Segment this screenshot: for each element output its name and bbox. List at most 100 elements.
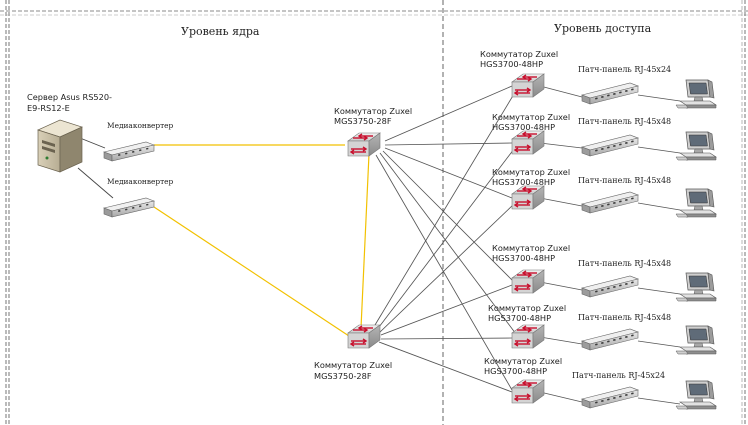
link-panel2-pc2 (637, 146, 681, 154)
access-switch-1[interactable]: Коммутатор Zuxel HGS3700-48HP (480, 49, 558, 98)
link-core1-access1 (384, 85, 513, 142)
desktop-computer-icon (675, 188, 717, 218)
access-row-2: Коммутатор Zuxel HGS3700-48HP Патч-панел… (492, 112, 717, 161)
link-access3-panel3 (539, 197, 583, 207)
patch-panel-4-label: Патч-панель RJ-45x48 (578, 259, 671, 268)
access-switch-2[interactable]: Коммутатор Zuxel HGS3700-48HP (492, 112, 570, 155)
workstation-4[interactable] (675, 272, 717, 302)
desktop-computer-icon (675, 131, 717, 161)
access-switch-5[interactable]: Коммутатор Zuxel HGS3700-48HP (488, 303, 566, 349)
link-server-conv2 (77, 167, 114, 199)
server-links (77, 137, 114, 199)
desktop-computer-icon (675, 380, 717, 410)
converter-2-label: Медиаконвертер (107, 177, 174, 186)
access-switch-2-label-line2: HGS3700-48HP (492, 122, 555, 132)
network-switch-icon (511, 185, 545, 210)
access-row-6: Коммутатор Zuxel HGS3700-48HP Патч-панел… (484, 356, 717, 410)
link-core1-access6 (375, 154, 513, 391)
desktop-computer-icon (675, 325, 717, 355)
link-core1-access4 (382, 150, 515, 283)
patch-panel-5[interactable]: Патч-панель RJ-45x48 (578, 313, 671, 351)
access-switch-3-label-line1: Коммутатор Zuxel (492, 167, 570, 177)
core-switch-1-label-line2: MGS3750-28F (334, 116, 392, 126)
access-switch-6-label-line2: HGS3700-48HP (484, 366, 547, 376)
media-converter-icon (103, 141, 155, 162)
link-access1-panel1 (539, 85, 583, 98)
server-label-line1: Сервер Asus RS520- (27, 92, 112, 102)
media-converter-2[interactable]: Медиаконвертер (103, 177, 174, 218)
access-switch-1-label-line1: Коммутатор Zuxel (480, 49, 558, 59)
link-panel1-pc1 (637, 94, 681, 102)
access-switch-1-label-line2: HGS3700-48HP (480, 59, 543, 69)
access-switch-6[interactable]: Коммутатор Zuxel HGS3700-48HP (484, 356, 562, 404)
network-switch-icon (511, 269, 545, 294)
server-tower-icon (37, 119, 83, 173)
link-access2-panel2 (539, 142, 583, 149)
access-row-5: Коммутатор Zuxel HGS3700-48HP Патч-панел… (488, 303, 717, 355)
core-switch-1[interactable]: Коммутатор Zuxel MGS3750-28F (334, 106, 412, 157)
access-row-4: Коммутатор Zuxel HGS3700-48HP Патч-панел… (492, 243, 717, 302)
access-row-1: Коммутатор Zuxel HGS3700-48HP Патч-панел… (480, 49, 717, 109)
patch-panel-3-label: Патч-панель RJ-45x48 (578, 176, 671, 185)
server-asus[interactable]: Сервер Asus RS520- E9-RS12-E (27, 92, 112, 173)
media-converter-1[interactable]: Медиаконвертер (103, 121, 174, 162)
workstation-1[interactable] (675, 79, 717, 109)
access-switch-6-label-line1: Коммутатор Zuxel (484, 356, 562, 366)
access-switch-4-label-line2: HGS3700-48HP (492, 253, 555, 263)
network-switch-icon (347, 132, 381, 157)
link-core2-access2 (375, 148, 515, 332)
core-zone-title: Уровень ядра (181, 25, 260, 38)
access-switch-4[interactable]: Коммутатор Zuxel HGS3700-48HP (492, 243, 570, 294)
patch-panel-1-label: Патч-панель RJ-45x24 (578, 65, 671, 74)
patch-panel-icon (581, 328, 639, 351)
patch-panel-icon (581, 134, 639, 157)
network-switch-icon (511, 130, 545, 155)
patch-panel-4[interactable]: Патч-панель RJ-45x48 (578, 259, 671, 298)
link-panel4-pc4 (637, 287, 681, 295)
patch-panel-1[interactable]: Патч-панель RJ-45x24 (578, 65, 671, 105)
link-core2-access1 (371, 93, 515, 331)
converter-1-label: Медиаконвертер (107, 121, 174, 130)
access-row-3: Коммутатор Zuxel HGS3700-48HP Патч-панел… (492, 167, 717, 218)
patch-panel-icon (581, 82, 639, 105)
link-access5-panel5 (539, 336, 583, 345)
workstation-5[interactable] (675, 325, 717, 355)
link-core1-access5 (379, 152, 517, 335)
patch-panel-6-label: Патч-панель RJ-45x24 (572, 371, 665, 380)
access-switch-3-label-line2: HGS3700-48HP (492, 177, 555, 187)
link-panel6-pc6 (637, 397, 681, 405)
network-switch-icon (347, 324, 381, 349)
core-switch-2-label-line2: MGS3750-28F (314, 371, 372, 381)
patch-panel-3[interactable]: Патч-панель RJ-45x48 (578, 176, 671, 214)
core-switch-2-label-line1: Коммутатор Zuxel (314, 360, 392, 370)
access-switch-5-label-line1: Коммутатор Zuxel (488, 303, 566, 313)
network-switch-icon (511, 73, 545, 98)
link-server-conv1 (79, 137, 106, 149)
link-core2-access4 (380, 284, 513, 336)
media-converter-icon (103, 197, 155, 218)
access-zone-title: Уровень доступа (554, 22, 652, 35)
link-panel3-pc3 (637, 202, 681, 211)
patch-panel-2-label: Патч-панель RJ-45x48 (578, 117, 671, 126)
workstation-6[interactable] (675, 380, 717, 410)
server-label-line2: E9-RS12-E (27, 103, 70, 113)
fiber-link-core1-core2 (360, 153, 370, 329)
core-switch-2[interactable]: Коммутатор Zuxel MGS3750-28F (314, 324, 392, 381)
patch-panel-2[interactable]: Патч-панель RJ-45x48 (578, 117, 671, 157)
patch-panel-5-label: Патч-панель RJ-45x48 (578, 313, 671, 322)
patch-panel-icon (581, 191, 639, 214)
workstation-3[interactable] (675, 188, 717, 218)
workstation-2[interactable] (675, 131, 717, 161)
copper-links (371, 85, 681, 405)
link-core2-access6 (378, 341, 513, 393)
link-panel5-pc5 (637, 340, 681, 348)
access-switch-2-label-line1: Коммутатор Zuxel (492, 112, 570, 122)
core-switch-1-label-line1: Коммутатор Zuxel (334, 106, 412, 116)
access-switch-3[interactable]: Коммутатор Zuxel HGS3700-48HP (492, 167, 570, 210)
access-switch-5-label-line2: HGS3700-48HP (488, 313, 551, 323)
fiber-link-conv2-core2 (153, 206, 353, 339)
link-core2-access3 (378, 203, 515, 334)
patch-panel-6[interactable]: Патч-панель RJ-45x24 (572, 371, 665, 409)
